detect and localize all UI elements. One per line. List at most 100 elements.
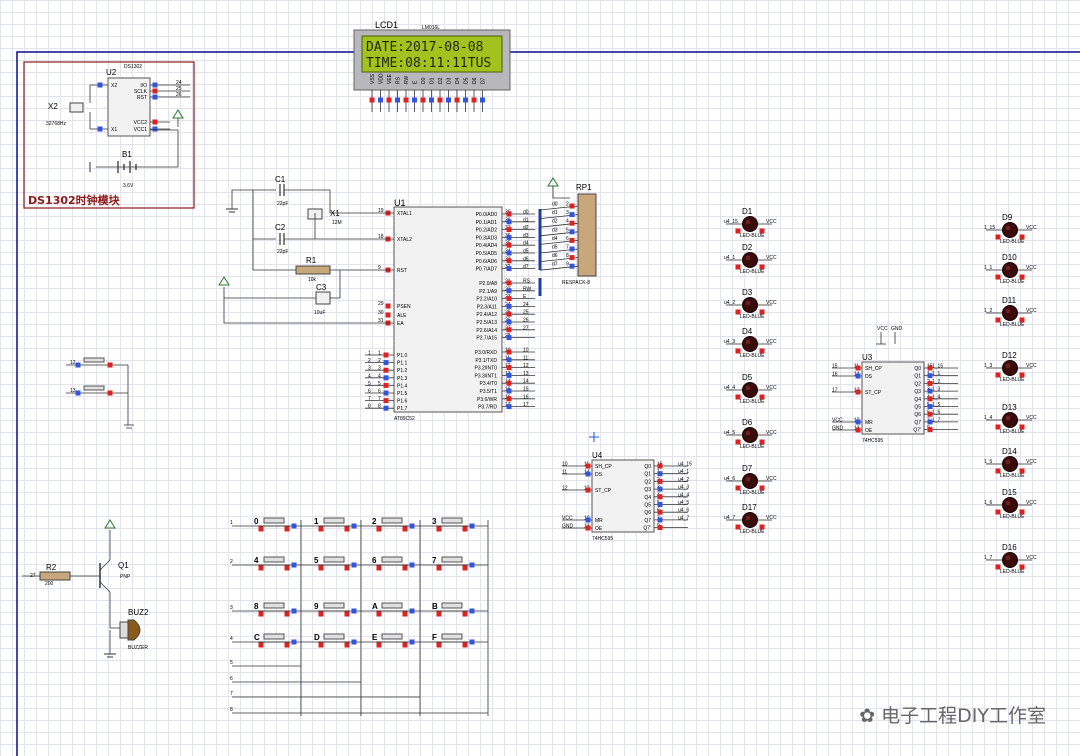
- u3-pin-q: Q4: [914, 397, 921, 403]
- watermark: ✿ 电子工程DIY工作室: [859, 701, 1046, 728]
- pin-marker: [383, 367, 389, 373]
- buzzer-circuit[interactable]: R2 200 27 Q1 PNP BUZ2 BUZZER: [22, 519, 149, 658]
- u3-shift-register[interactable]: U374HC595SH_CP1115DS1416ST_CP1217MR10VCC…: [832, 326, 958, 444]
- key-5[interactable]: 5: [314, 556, 357, 571]
- key-1[interactable]: 1: [314, 517, 357, 532]
- pin-marker: [1019, 424, 1025, 430]
- push-buttons[interactable]: 12 13: [66, 357, 134, 429]
- pin-marker: [383, 375, 389, 381]
- led-icon: [742, 252, 758, 268]
- ds1302-pin-x2: X2: [111, 83, 117, 89]
- key-e[interactable]: E: [372, 633, 415, 648]
- mcu[interactable]: U1 AT89C52 XTAL119XTAL218RST9PSEN29ALE30…: [365, 198, 535, 422]
- ds1302-ref: U2: [106, 68, 117, 77]
- u3-pin-q: Q5: [914, 405, 921, 411]
- pin-marker: [344, 526, 350, 532]
- mcu-net-label: 14: [523, 379, 529, 385]
- led-net: u4_15: [724, 219, 738, 225]
- led-net: 1_1: [984, 265, 993, 271]
- mcu-pin-port: P3.1/TXD: [475, 358, 497, 364]
- rp1-pin-num: 2: [566, 202, 569, 208]
- led-icon: [1002, 360, 1018, 376]
- key-6[interactable]: 6: [372, 556, 415, 571]
- key-cap: [381, 602, 403, 609]
- led-net: u4_4: [724, 385, 735, 391]
- buzzer-icon: [127, 619, 141, 641]
- pin-marker: [735, 439, 741, 445]
- push-button-2[interactable]: 13: [66, 385, 128, 396]
- mcu-net-label: d6: [523, 256, 529, 262]
- key-0[interactable]: 0: [254, 517, 297, 532]
- ds1302-module[interactable]: DS1302时钟模块 U2 DS1302 X2X1I/OSCLKRSTVCC2V…: [23, 61, 195, 209]
- key-3[interactable]: 3: [432, 517, 475, 532]
- key-4[interactable]: 4: [254, 556, 297, 571]
- q1-power-icon: [104, 519, 116, 529]
- pin-marker: [569, 220, 575, 226]
- led-model: LED-BLUE: [1000, 322, 1025, 328]
- key-9[interactable]: 9: [314, 602, 357, 617]
- pin-marker: [383, 382, 389, 388]
- lcd-pin-label: D3: [447, 77, 453, 84]
- pin-marker: [506, 335, 512, 341]
- pin-marker: [97, 82, 103, 88]
- pin-marker: [462, 565, 468, 571]
- push-button-1[interactable]: 12: [66, 357, 128, 368]
- u4-shift-register[interactable]: U474HC595SH_CP1110DS1411ST_CP1212MR10VCC…: [562, 451, 692, 542]
- key-b[interactable]: B: [432, 602, 475, 617]
- lcd-module[interactable]: LCD1 LM016L DATE:2017-08-08 TIME:08:11:1…: [353, 20, 511, 112]
- u4-out-net: u4_7: [678, 515, 689, 521]
- pin-marker: [318, 565, 324, 571]
- led-net: 1_4: [984, 415, 993, 421]
- u3-net: 15: [832, 364, 838, 370]
- led-icon: [1002, 305, 1018, 321]
- keypad-row-net: 3: [230, 605, 233, 611]
- ds1302-pin-3: VCC2: [134, 120, 148, 126]
- pin-marker: [402, 611, 408, 617]
- key-c[interactable]: C: [254, 633, 297, 648]
- pin-marker: [506, 227, 512, 233]
- rp1-pin-num: 6: [566, 236, 569, 242]
- key-a[interactable]: A: [372, 602, 415, 617]
- pin-marker: [436, 565, 442, 571]
- mcu-net-label: d0: [523, 210, 529, 216]
- lcd-pin-marker: [420, 97, 426, 103]
- key-8[interactable]: 8: [254, 602, 297, 617]
- pin-marker: [107, 362, 113, 368]
- pin-marker: [469, 608, 475, 614]
- led-icon: [1002, 497, 1018, 513]
- pin-marker: [735, 264, 741, 270]
- u3-out-net: 1_3: [932, 387, 941, 393]
- led-model: LED-BLUE: [1000, 429, 1025, 435]
- key-d[interactable]: D: [314, 633, 357, 648]
- lcd-pin-marker: [471, 97, 477, 103]
- u4-out-net: u4_2: [678, 477, 689, 483]
- pin-marker: [735, 348, 741, 354]
- keypad-col-net: 8: [230, 707, 233, 713]
- rp1-body: [577, 193, 597, 277]
- mcu-net-label: 17: [523, 402, 529, 408]
- lcd-pin-marker: [412, 97, 417, 103]
- key-7[interactable]: 7: [432, 556, 475, 571]
- pin-marker: [318, 526, 324, 532]
- key-f[interactable]: F: [432, 633, 475, 648]
- key-2[interactable]: 2: [372, 517, 415, 532]
